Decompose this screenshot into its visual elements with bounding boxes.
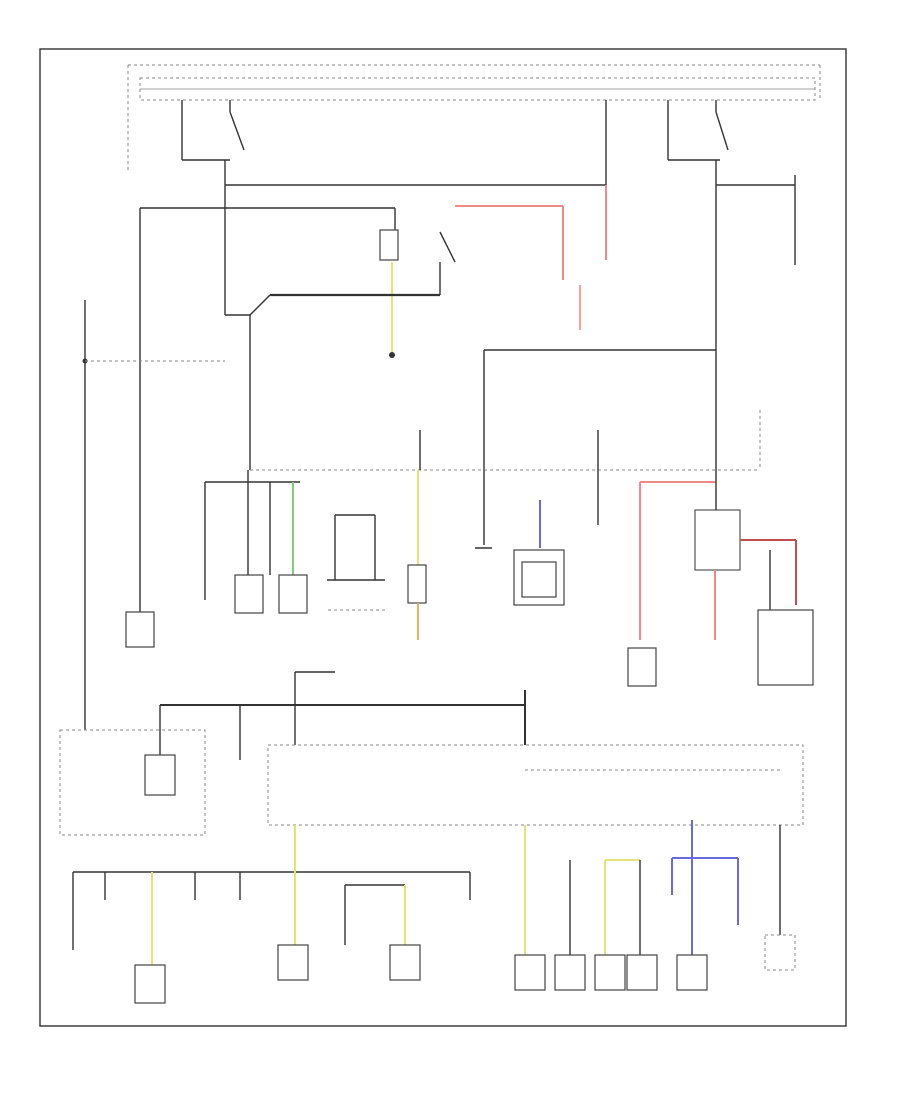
red-feed-wires: [455, 185, 607, 330]
top-module-bar: [127, 64, 821, 170]
middle-fuse-section: [59, 671, 804, 836]
left-branch-group: [125, 470, 385, 648]
main-bus: [249, 315, 761, 471]
relay-left-top: [181, 100, 607, 315]
diagram-frame: [39, 48, 847, 1027]
center-branch: [407, 470, 427, 640]
ignition-switch-area: [139, 207, 456, 615]
left-sensor: [82, 300, 225, 730]
relay-right-top: [667, 100, 796, 355]
center-right-branches: [475, 470, 716, 687]
bottom-right-distribution: [514, 820, 796, 991]
bottom-left-distribution: [72, 825, 471, 1004]
right-relay-group: [694, 470, 814, 686]
